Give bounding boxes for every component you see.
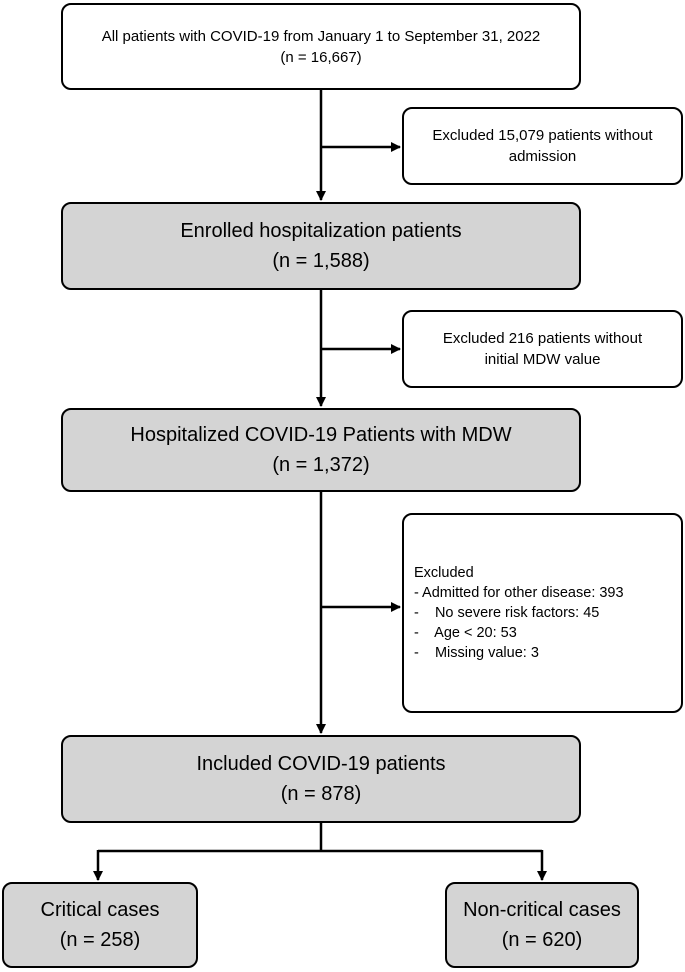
all-patients-count: (n = 16,667)	[280, 48, 362, 66]
excluded-no-admission-box: Excluded 15,079 patients without admissi…	[402, 107, 683, 185]
included-count: (n = 878)	[280, 783, 362, 805]
non-critical-label: Non-critical cases	[463, 899, 621, 921]
excluded-no-mdw-line1: Excluded 216 patients without	[442, 330, 643, 347]
excluded-list-box: Excluded - Admitted for other disease: 3…	[402, 513, 683, 713]
excluded-item-other-disease: - Admitted for other disease: 393	[414, 585, 624, 601]
enrolled-label: Enrolled hospitalization patients	[180, 220, 462, 242]
excluded-no-admission-line2: admission	[508, 148, 577, 165]
critical-count: (n = 258)	[59, 929, 141, 951]
excluded-item-no-risk-factors: - No severe risk factors: 45	[414, 605, 600, 621]
hospitalized-mdw-label: Hospitalized COVID-19 Patients with MDW	[130, 424, 512, 446]
critical-label: Critical cases	[40, 899, 160, 921]
excluded-item-age: - Age < 20: 53	[414, 625, 517, 641]
included-label: Included COVID-19 patients	[196, 753, 446, 775]
critical-box: Critical cases (n = 258)	[2, 882, 198, 968]
all-patients-box: All patients with COVID-19 from January …	[61, 3, 581, 90]
excluded-list-title: Excluded	[414, 565, 474, 581]
enrolled-box: Enrolled hospitalization patients (n = 1…	[61, 202, 581, 290]
hospitalized-mdw-count: (n = 1,372)	[272, 454, 370, 476]
excluded-item-missing-value: - Missing value: 3	[414, 645, 539, 661]
excluded-no-mdw-box: Excluded 216 patients without initial MD…	[402, 310, 683, 388]
hospitalized-mdw-box: Hospitalized COVID-19 Patients with MDW …	[61, 408, 581, 492]
all-patients-label: All patients with COVID-19 from January …	[101, 27, 541, 45]
non-critical-count: (n = 620)	[501, 929, 583, 951]
non-critical-box: Non-critical cases (n = 620)	[445, 882, 639, 968]
enrolled-count: (n = 1,588)	[272, 250, 370, 272]
excluded-no-mdw-line2: initial MDW value	[484, 351, 601, 368]
excluded-no-admission-line1: Excluded 15,079 patients without	[432, 127, 653, 144]
included-box: Included COVID-19 patients (n = 878)	[61, 735, 581, 823]
